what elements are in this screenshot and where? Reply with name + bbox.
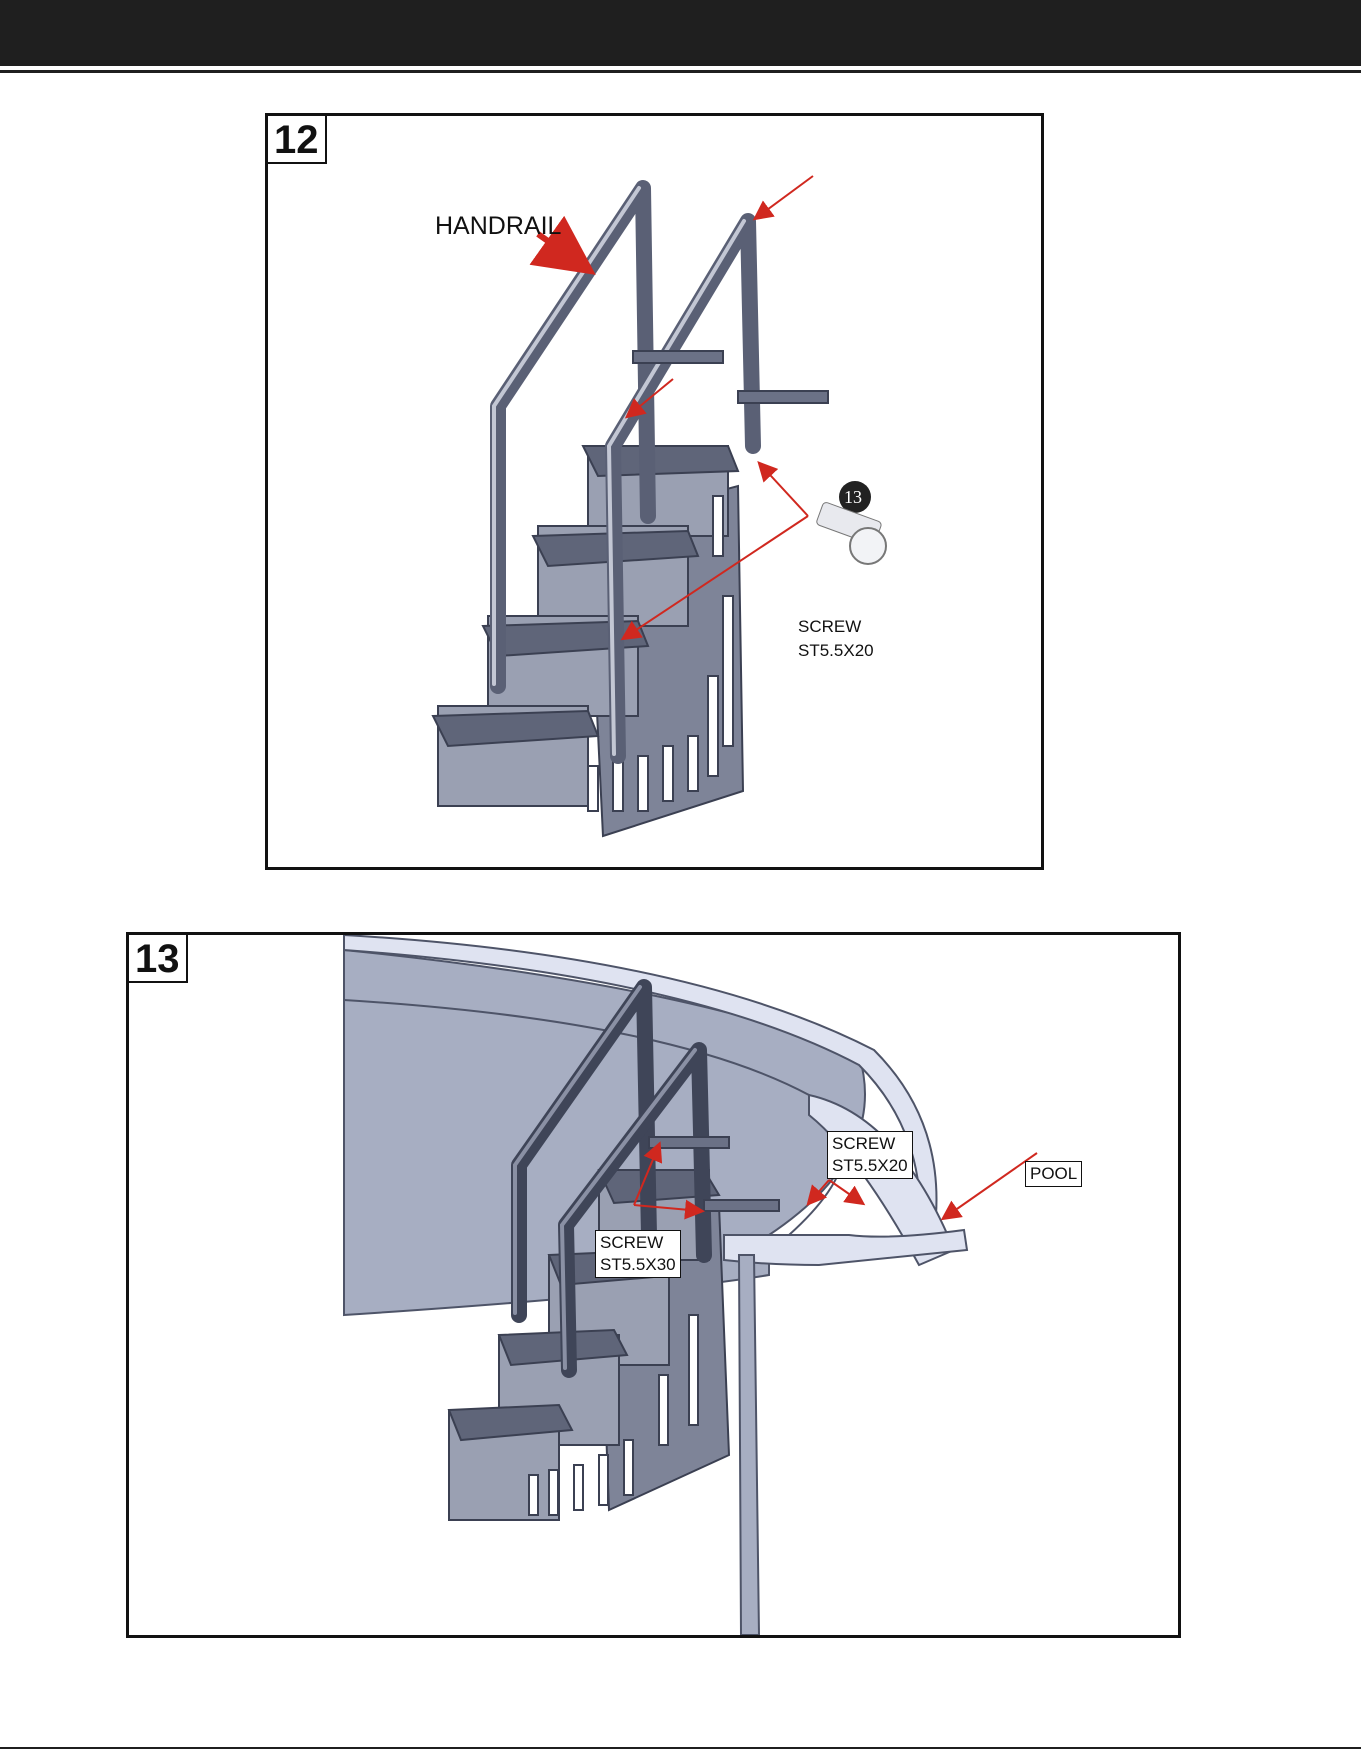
step-12-illustration [268,116,1041,867]
step-12-panel: 12 HANDRAIL 13 SCREW ST5.5X20 [265,113,1044,870]
screw-label-line1: SCREW [832,1133,908,1155]
screw-label-line2: ST5.5X20 [832,1155,908,1177]
step-13-illustration [129,935,1178,1635]
part-number-label: 13 [844,486,862,508]
footer-rule [0,1747,1361,1749]
screw-st5-5x30-label: SCREW ST5.5X30 [595,1230,681,1278]
screw-label-line2: ST5.5X30 [600,1254,676,1276]
screw-st5-5x20-label: SCREW ST5.5X20 [827,1131,913,1179]
screw-label-line1: SCREW [600,1232,676,1254]
header-band [0,0,1361,66]
screw-label-line1: SCREW [798,616,861,638]
stair-unit [433,446,743,836]
pool-label: POOL [1025,1161,1082,1187]
step-number: 13 [129,935,188,983]
step-number: 12 [268,116,327,164]
handrail-label: HANDRAIL [435,212,561,240]
step-13-panel: 13 SCREW ST5.5X20 SCREW ST5.5X30 POOL [126,932,1181,1638]
screw-label-line2: ST5.5X20 [798,640,874,662]
header-rule [0,70,1361,73]
